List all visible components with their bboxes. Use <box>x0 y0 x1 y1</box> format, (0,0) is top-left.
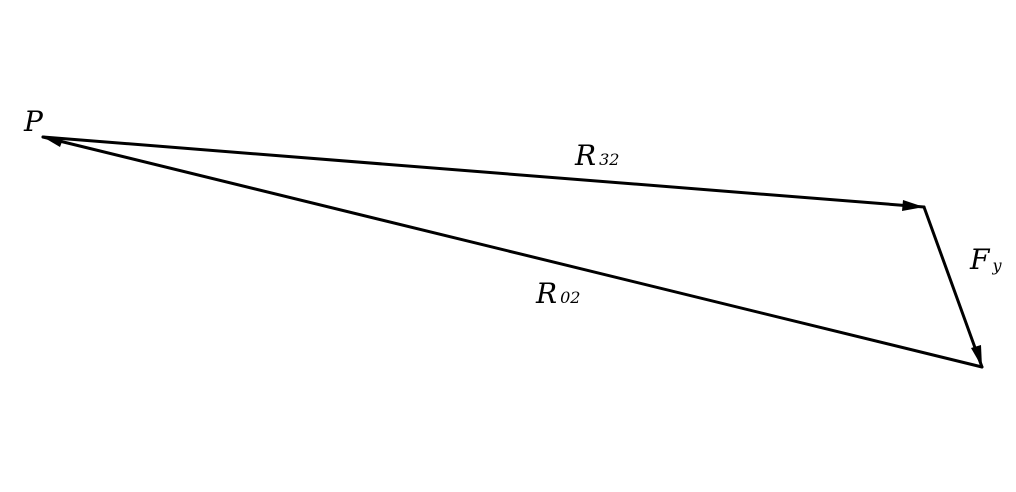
vector-r02-arrowhead-at-p <box>43 137 63 147</box>
vector-fy-arrowhead <box>971 345 982 367</box>
vector-r02-symbol: R <box>535 277 557 310</box>
vector-r32-arrowhead <box>902 200 924 211</box>
vector-fy-line <box>922 205 984 369</box>
vector-r32-symbol: R <box>574 139 596 172</box>
vector-fy-subscript: y <box>991 256 1002 275</box>
vector-fy-symbol: F <box>969 243 991 276</box>
vector-r32-subscript: 32 <box>599 150 619 169</box>
vector-r32-line <box>41 135 926 209</box>
vector-r02-line <box>41 135 984 369</box>
point-p-label: P <box>23 105 44 138</box>
vector-r02-subscript: 02 <box>560 288 580 307</box>
